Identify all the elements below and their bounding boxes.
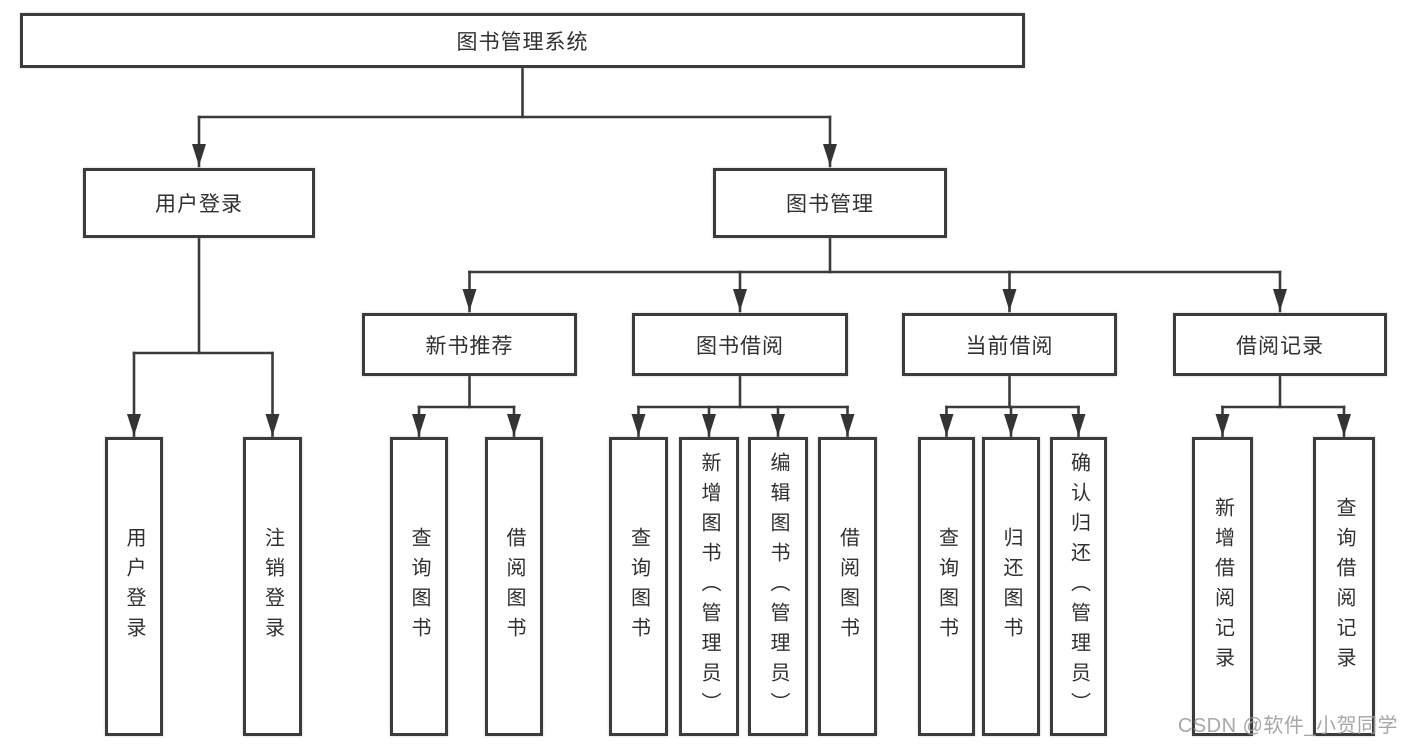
- leaf-confirm-return-admin: 确认归还（管理员）: [1050, 437, 1107, 736]
- leaf-current-query-books: 查询图书: [918, 437, 975, 736]
- leaf-user-login-label: 用户登录: [123, 526, 145, 647]
- leaf-edit-books-admin-label: 编辑图书（管理员）: [767, 451, 789, 722]
- csdn-watermark: CSDN @软件_小贺同学: [1177, 715, 1398, 737]
- leaf-recommend-query-books: 查询图书: [390, 437, 448, 736]
- leaf-logout: 注销登录: [243, 437, 302, 736]
- leaf-edit-books-admin: 编辑图书（管理员）: [748, 437, 808, 736]
- leaf-return-books: 归还图书: [982, 437, 1040, 736]
- leaf-add-borrow-record: 新增借阅记录: [1192, 437, 1253, 736]
- node-root-library-system: 图书管理系统: [20, 13, 1025, 68]
- node-borrowing-records-label: 借阅记录: [1236, 334, 1324, 358]
- node-book-management-label: 图书管理: [786, 193, 874, 216]
- leaf-recommend-query-books-label: 查询图书: [408, 526, 430, 647]
- leaf-query-borrow-record-label: 查询借阅记录: [1333, 496, 1355, 677]
- leaf-borrow-books: 借阅图书: [818, 437, 877, 736]
- node-borrowing-records: 借阅记录: [1173, 313, 1387, 376]
- leaf-add-borrow-record-label: 新增借阅记录: [1211, 496, 1234, 677]
- leaf-user-login: 用户登录: [105, 437, 163, 736]
- leaf-current-query-books-label: 查询图书: [935, 526, 958, 647]
- leaf-query-borrow-record: 查询借阅记录: [1313, 437, 1375, 736]
- node-root-label: 图书管理系统: [456, 30, 589, 54]
- leaf-recommend-borrow-books-label: 借阅图书: [503, 526, 525, 647]
- leaf-return-books-label: 归还图书: [1000, 526, 1022, 647]
- leaf-add-books-admin: 新增图书（管理员）: [679, 437, 739, 736]
- leaf-logout-label: 注销登录: [261, 526, 284, 647]
- node-current-borrowing-label: 当前借阅: [965, 334, 1054, 358]
- node-book-management: 图书管理: [713, 168, 947, 238]
- leaf-borrow-query-books-label: 查询图书: [627, 526, 650, 647]
- leaf-recommend-borrow-books: 借阅图书: [485, 437, 543, 736]
- node-new-book-recommendation: 新书推荐: [362, 313, 577, 376]
- leaf-borrow-query-books: 查询图书: [609, 437, 668, 736]
- node-current-borrowing: 当前借阅: [902, 313, 1117, 376]
- node-user-login: 用户登录: [83, 168, 315, 238]
- node-book-borrowing-label: 图书借阅: [696, 334, 784, 358]
- node-new-book-recommendation-label: 新书推荐: [425, 334, 514, 358]
- node-book-borrowing: 图书借阅: [632, 313, 848, 376]
- node-user-login-label: 用户登录: [155, 193, 243, 216]
- leaf-borrow-books-label: 借阅图书: [836, 526, 859, 647]
- leaf-add-books-admin-label: 新增图书（管理员）: [698, 451, 720, 722]
- leaf-confirm-return-admin-label: 确认归还（管理员）: [1067, 451, 1090, 722]
